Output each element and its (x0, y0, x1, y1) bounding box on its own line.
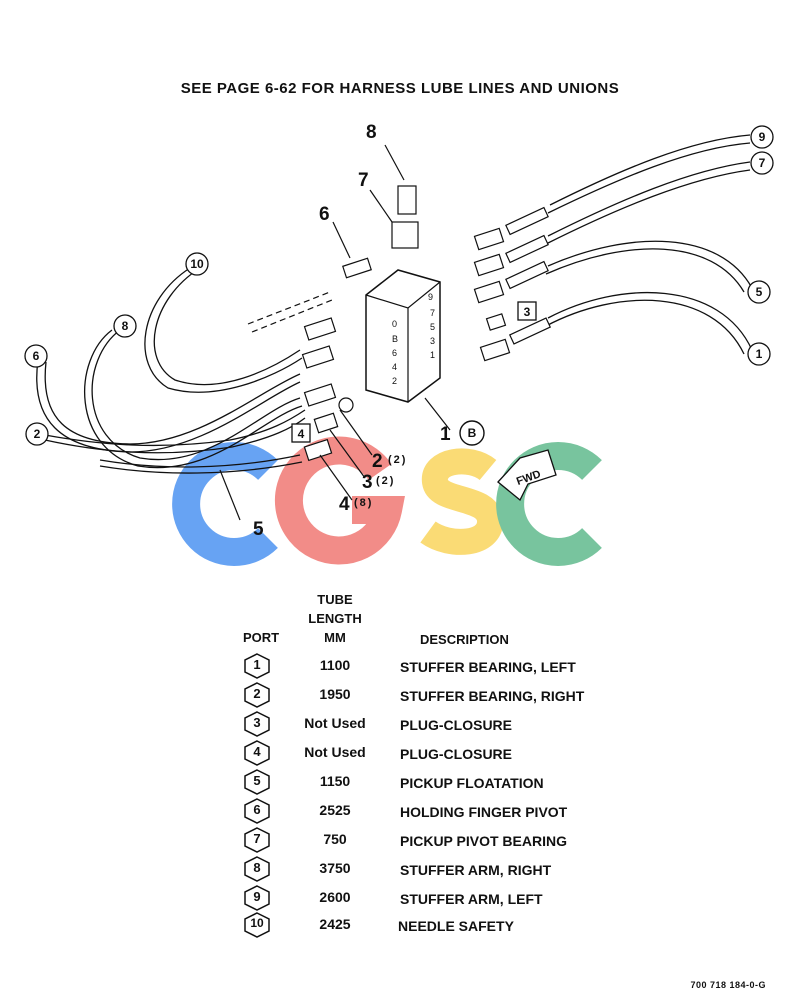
port-tag-4: 4 (298, 427, 305, 441)
port-hex-badge (244, 856, 270, 882)
left-tubes (36, 267, 306, 474)
block-mark-2: 2 (392, 376, 397, 386)
row-description: HOLDING FINGER PIVOT (400, 804, 568, 820)
callout-4-qty: (8) (354, 497, 373, 509)
port-hex-badge (244, 682, 270, 708)
port-hex-badge (244, 827, 270, 853)
row-length: 1150 (319, 773, 351, 789)
leader-lines (219, 144, 451, 521)
row-port: 7 (253, 831, 261, 846)
port-hex-badge (244, 769, 270, 795)
row-description: NEEDLE SAFETY (398, 918, 514, 934)
callout-2-qty: (2) (388, 454, 407, 466)
page-heading: SEE PAGE 6-62 FOR HARNESS LUBE LINES AND… (180, 80, 620, 97)
row-length: 1100 (319, 657, 351, 673)
row-description: STUFFER BEARING, LEFT (400, 659, 576, 675)
watermark-letter-c1 (172, 442, 278, 566)
block-mark-1: 1 (430, 350, 435, 360)
row-description: PICKUP FLOATATION (400, 775, 544, 791)
block-mark-3: 3 (430, 336, 435, 346)
row-length: Not Used (304, 715, 366, 731)
block-mark-6: 6 (392, 348, 397, 358)
row-port: 9 (253, 889, 261, 904)
callout-1-badge-letter: B (468, 426, 477, 440)
callout-4: 4 (339, 494, 350, 515)
row-length: 2525 (319, 802, 351, 818)
header-tube: TUBE LENGTH MM (295, 590, 375, 647)
port-tag-10: 10 (190, 257, 204, 271)
port-tags (24, 125, 774, 446)
watermark-letter-c2 (496, 442, 602, 566)
lube-block: 9 7 5 3 1 0 B 6 4 2 (365, 269, 441, 403)
item-callouts: 8 7 6 1 B 2 (2) 3 (2) 4 (8) 5 (253, 122, 485, 540)
port-tag-7: 7 (759, 156, 766, 170)
row-port: 4 (253, 744, 261, 759)
header-tube-line1: TUBE (317, 592, 353, 607)
row-description: PLUG-CLOSURE (400, 717, 512, 733)
port-tag-labels: 1 2 3 4 5 6 7 8 9 10 (33, 130, 766, 441)
port-hex-badge (244, 711, 270, 737)
port-hex-badge (244, 912, 270, 938)
port-hex-badge (244, 885, 270, 911)
block-mark-b: B (392, 334, 398, 344)
block-mark-9: 9 (428, 292, 433, 302)
row-port: 3 (253, 715, 261, 730)
port-hex-badge (244, 653, 270, 679)
callout-8: 8 (366, 122, 377, 143)
row-port: 1 (253, 657, 261, 672)
row-length: 3750 (319, 860, 351, 876)
callout-3: 3 (362, 472, 373, 493)
callout-6: 6 (319, 204, 330, 225)
watermark (172, 436, 602, 566)
row-length: Not Used (304, 744, 366, 760)
block-mark-0: 0 (392, 319, 397, 329)
callout-1: 1 (440, 424, 451, 445)
right-fittings (473, 206, 552, 362)
callout-1-badge (459, 420, 485, 446)
port-tag-1: 1 (756, 347, 763, 361)
callout-3-qty: (2) (376, 475, 395, 487)
row-length: 2425 (319, 916, 351, 932)
row-port: 2 (253, 686, 261, 701)
row-description: STUFFER ARM, LEFT (400, 891, 543, 907)
header-tube-line3: MM (324, 630, 346, 645)
row-description: STUFFER BEARING, RIGHT (400, 688, 585, 704)
watermark-letter-s (420, 448, 503, 555)
callout-2: 2 (372, 451, 383, 472)
row-length: 1950 (319, 686, 351, 702)
left-fittings (301, 317, 339, 462)
port-tag-6: 6 (33, 349, 40, 363)
lube-block-diagram: 9 7 5 3 1 0 B 6 4 2 1 2 3 4 5 (24, 122, 774, 566)
block-mark-7: 7 (430, 308, 435, 318)
header-tube-line2: LENGTH (308, 611, 362, 626)
block-mark-4: 4 (392, 362, 397, 372)
grease-fittings (247, 185, 419, 413)
right-tubes (545, 134, 753, 355)
row-description: STUFFER ARM, RIGHT (400, 862, 552, 878)
port-tag-5: 5 (756, 285, 763, 299)
block-mark-5: 5 (430, 322, 435, 332)
row-port: 8 (253, 860, 261, 875)
port-tag-9: 9 (759, 130, 766, 144)
watermark-letter-g (274, 436, 406, 565)
row-description: PICKUP PIVOT BEARING (400, 833, 567, 849)
port-hex-badge (244, 740, 270, 766)
row-port: 6 (253, 802, 261, 817)
row-port: 5 (253, 773, 261, 788)
header-port: PORT (242, 630, 280, 645)
row-length: 2600 (319, 889, 351, 905)
row-length: 750 (323, 831, 347, 847)
port-tag-8: 8 (122, 319, 129, 333)
header-description: DESCRIPTION (420, 632, 509, 647)
row-description: PLUG-CLOSURE (400, 746, 512, 762)
port-tag-3: 3 (524, 305, 531, 319)
figure-number: 700 718 184-0-G (690, 980, 766, 990)
callout-7: 7 (358, 170, 369, 191)
row-port: 10 (250, 916, 264, 930)
port-hex-badge (244, 798, 270, 824)
port-tag-2: 2 (34, 427, 41, 441)
callout-5: 5 (253, 519, 264, 540)
